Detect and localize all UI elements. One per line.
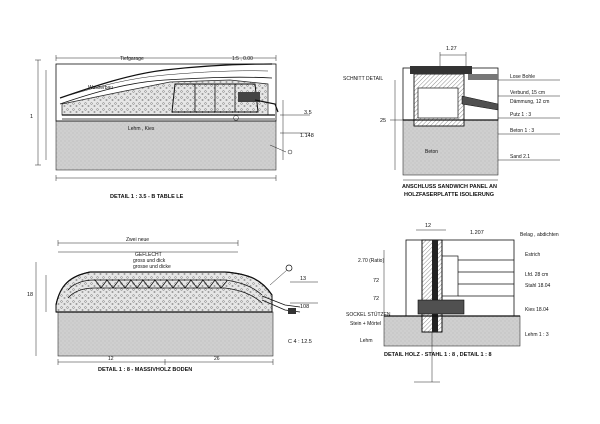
section-2-label-5: Sand 2.1 (510, 154, 530, 160)
section-3-caption: DETAIL 1 : 8 - MASSIVHOLZ BODEN (98, 367, 192, 373)
section-4-top-dim-1: 1.207 (470, 230, 484, 236)
section-3-top-label: Zwei neue (126, 237, 149, 243)
section-2-left-dim: 25 (380, 118, 386, 124)
section-3-detail: Zwei neue GEFLECHT gross und dick grosse… (27, 237, 318, 373)
section-2-top-dim: 1.27 (446, 46, 457, 52)
section-4-left-dim-1: 72 (373, 296, 379, 302)
section-4-left-dim-0: 72 (373, 278, 379, 284)
section-4-caption: DETAIL HOLZ - STAHL 1 : 8 , DETAIL 1 : 8 (384, 352, 492, 358)
section-4-bottom-label: Lehm (360, 338, 373, 344)
section-1-top-label: Tiefgarage (120, 56, 144, 62)
section-3-bottom-dim-1: 26 (214, 356, 220, 362)
section-3-bottom-right: C 4 : 12.5 (288, 339, 312, 345)
section-4-top-dim-0: 12 (425, 223, 431, 229)
section-3-arch (55, 271, 273, 313)
section-3-left-dim: 18 (27, 292, 33, 298)
section-2-ground (402, 119, 499, 176)
section-4-right-label-2: Lfd. 28 cm (525, 272, 548, 278)
section-1-caption: DETAIL 1 : 3.5 - B TABLE LE (110, 194, 184, 200)
section-3-center-label-3: grosse und dicke (133, 264, 171, 270)
section-1-ground (55, 120, 277, 171)
section-2-label-1: Verbund, 15 cm (510, 90, 545, 96)
section-4-left-label-2: Stein + Mörtel (350, 321, 381, 327)
section-4-left-label-1: SOCKEL STÜTZEN (346, 311, 391, 318)
section-4-ground (383, 315, 521, 347)
section-2-label-0: Lose Bohle (510, 74, 535, 80)
section-1-roof (59, 63, 273, 99)
section-3-truss (94, 279, 228, 289)
section-4-right-label-1: Estrich (525, 252, 541, 258)
section-2-left-label: SCHNITT DETAIL (343, 76, 383, 82)
section-2-caption-line2: HOLZFASERPLATTE ISOLIERUNG (404, 192, 494, 198)
section-2-label-2: Dämmung, 12 cm (510, 99, 549, 105)
section-1-dim-left: 1 (30, 114, 33, 120)
section-1-left-label: Wasserbau (88, 85, 113, 91)
section-4-right-label-5: Lehm 1 : 3 (525, 332, 549, 338)
section-1-detail: Tiefgarage 1:5 , 0.00 Wasserbau Lehm , K… (30, 55, 314, 200)
section-3-right-dim-2: 13 (300, 276, 306, 282)
section-3-bottom-dim-0: 12 (108, 356, 114, 362)
section-1-dim-right-1: 3.5 (304, 110, 312, 116)
section-4-right-label-4: Kies 18.04 (525, 307, 549, 313)
section-4-left-label-0: 2.70 (Ratio) (358, 258, 384, 264)
section-2-inner-label: Beton (425, 149, 438, 155)
section-1-dim-right-2: 1.148 (300, 133, 314, 139)
section-1-frame (55, 63, 277, 122)
section-3-center-label-2: gross und dick (133, 258, 166, 264)
section-3-right-dim: 108 (300, 304, 309, 310)
section-3-center-label-1: GEFLECHT (135, 252, 162, 258)
section-4-right-label-0: Belag , abdichten (520, 232, 559, 238)
section-2-label-3: Putz 1 : 3 (510, 112, 531, 118)
section-2-label-4: Beton 1 : 3 (510, 128, 534, 134)
section-1-top-right-label: 1:5 , 0.00 (232, 56, 253, 62)
section-2-caption: ANSCHLUSS SANDWICH PANEL AN (402, 184, 497, 190)
section-4-right-label-3: Stahl 18.04 (525, 283, 551, 289)
section-3-ground (57, 311, 274, 357)
section-1-ground-label: Lehm , Kies (128, 126, 155, 132)
section-2-detail: Beton 1.27 SCHNITT DETAIL 25 Lose Bohle … (343, 46, 560, 198)
section-4-detail: 12 1.207 2.70 (Ratio) 72 72 SOCKEL STÜTZ… (346, 223, 559, 383)
